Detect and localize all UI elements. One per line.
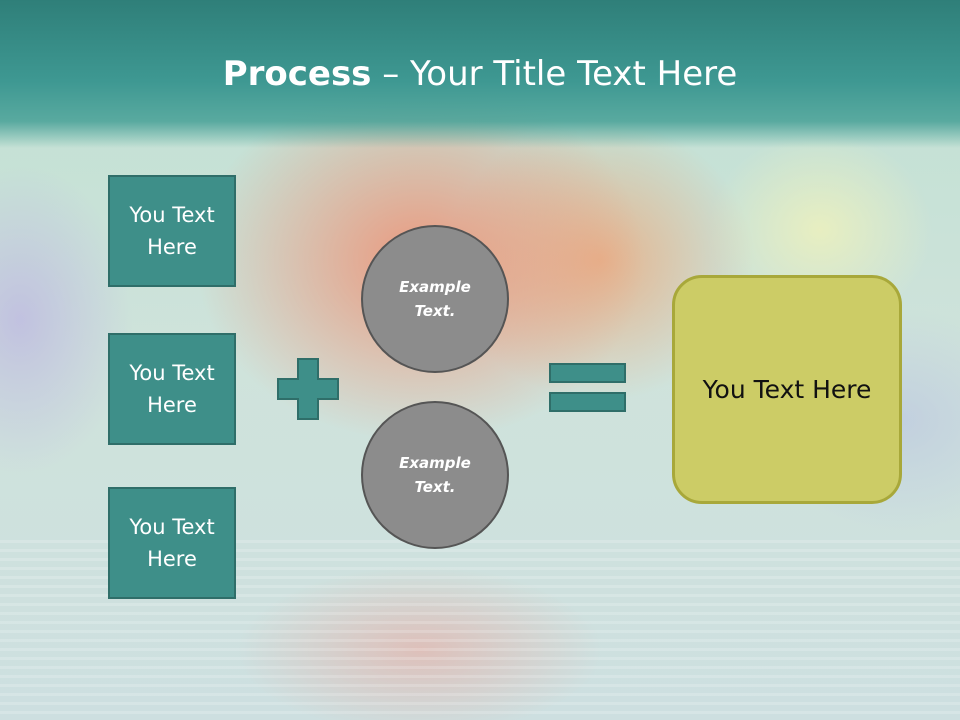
- example-circle-2-line1: Example: [399, 454, 471, 472]
- title-rest: – Your Title Text Here: [371, 54, 738, 94]
- text-box-3-line1: You Text: [129, 515, 215, 539]
- example-circle-1-line2: Text.: [414, 302, 456, 320]
- title-bar: [0, 0, 960, 148]
- plus-icon: [277, 358, 339, 420]
- example-circle-2-line2: Text.: [414, 478, 456, 496]
- equals-bar-bottom: [549, 392, 626, 412]
- text-box-1-line1: You Text: [129, 203, 215, 227]
- title-bold: Process: [222, 54, 372, 94]
- result-box: You Text Here: [672, 275, 902, 504]
- text-box-1-line2: Here: [147, 235, 197, 259]
- slide-title: Process – Your Title Text Here: [0, 52, 960, 96]
- result-text: You Text Here: [702, 375, 872, 404]
- example-circle-1-line1: Example: [399, 278, 471, 296]
- text-box-2-line1: You Text: [129, 361, 215, 385]
- equals-bar-top: [549, 363, 626, 383]
- text-box-2-line2: Here: [147, 393, 197, 417]
- text-box-3-line2: Here: [147, 547, 197, 571]
